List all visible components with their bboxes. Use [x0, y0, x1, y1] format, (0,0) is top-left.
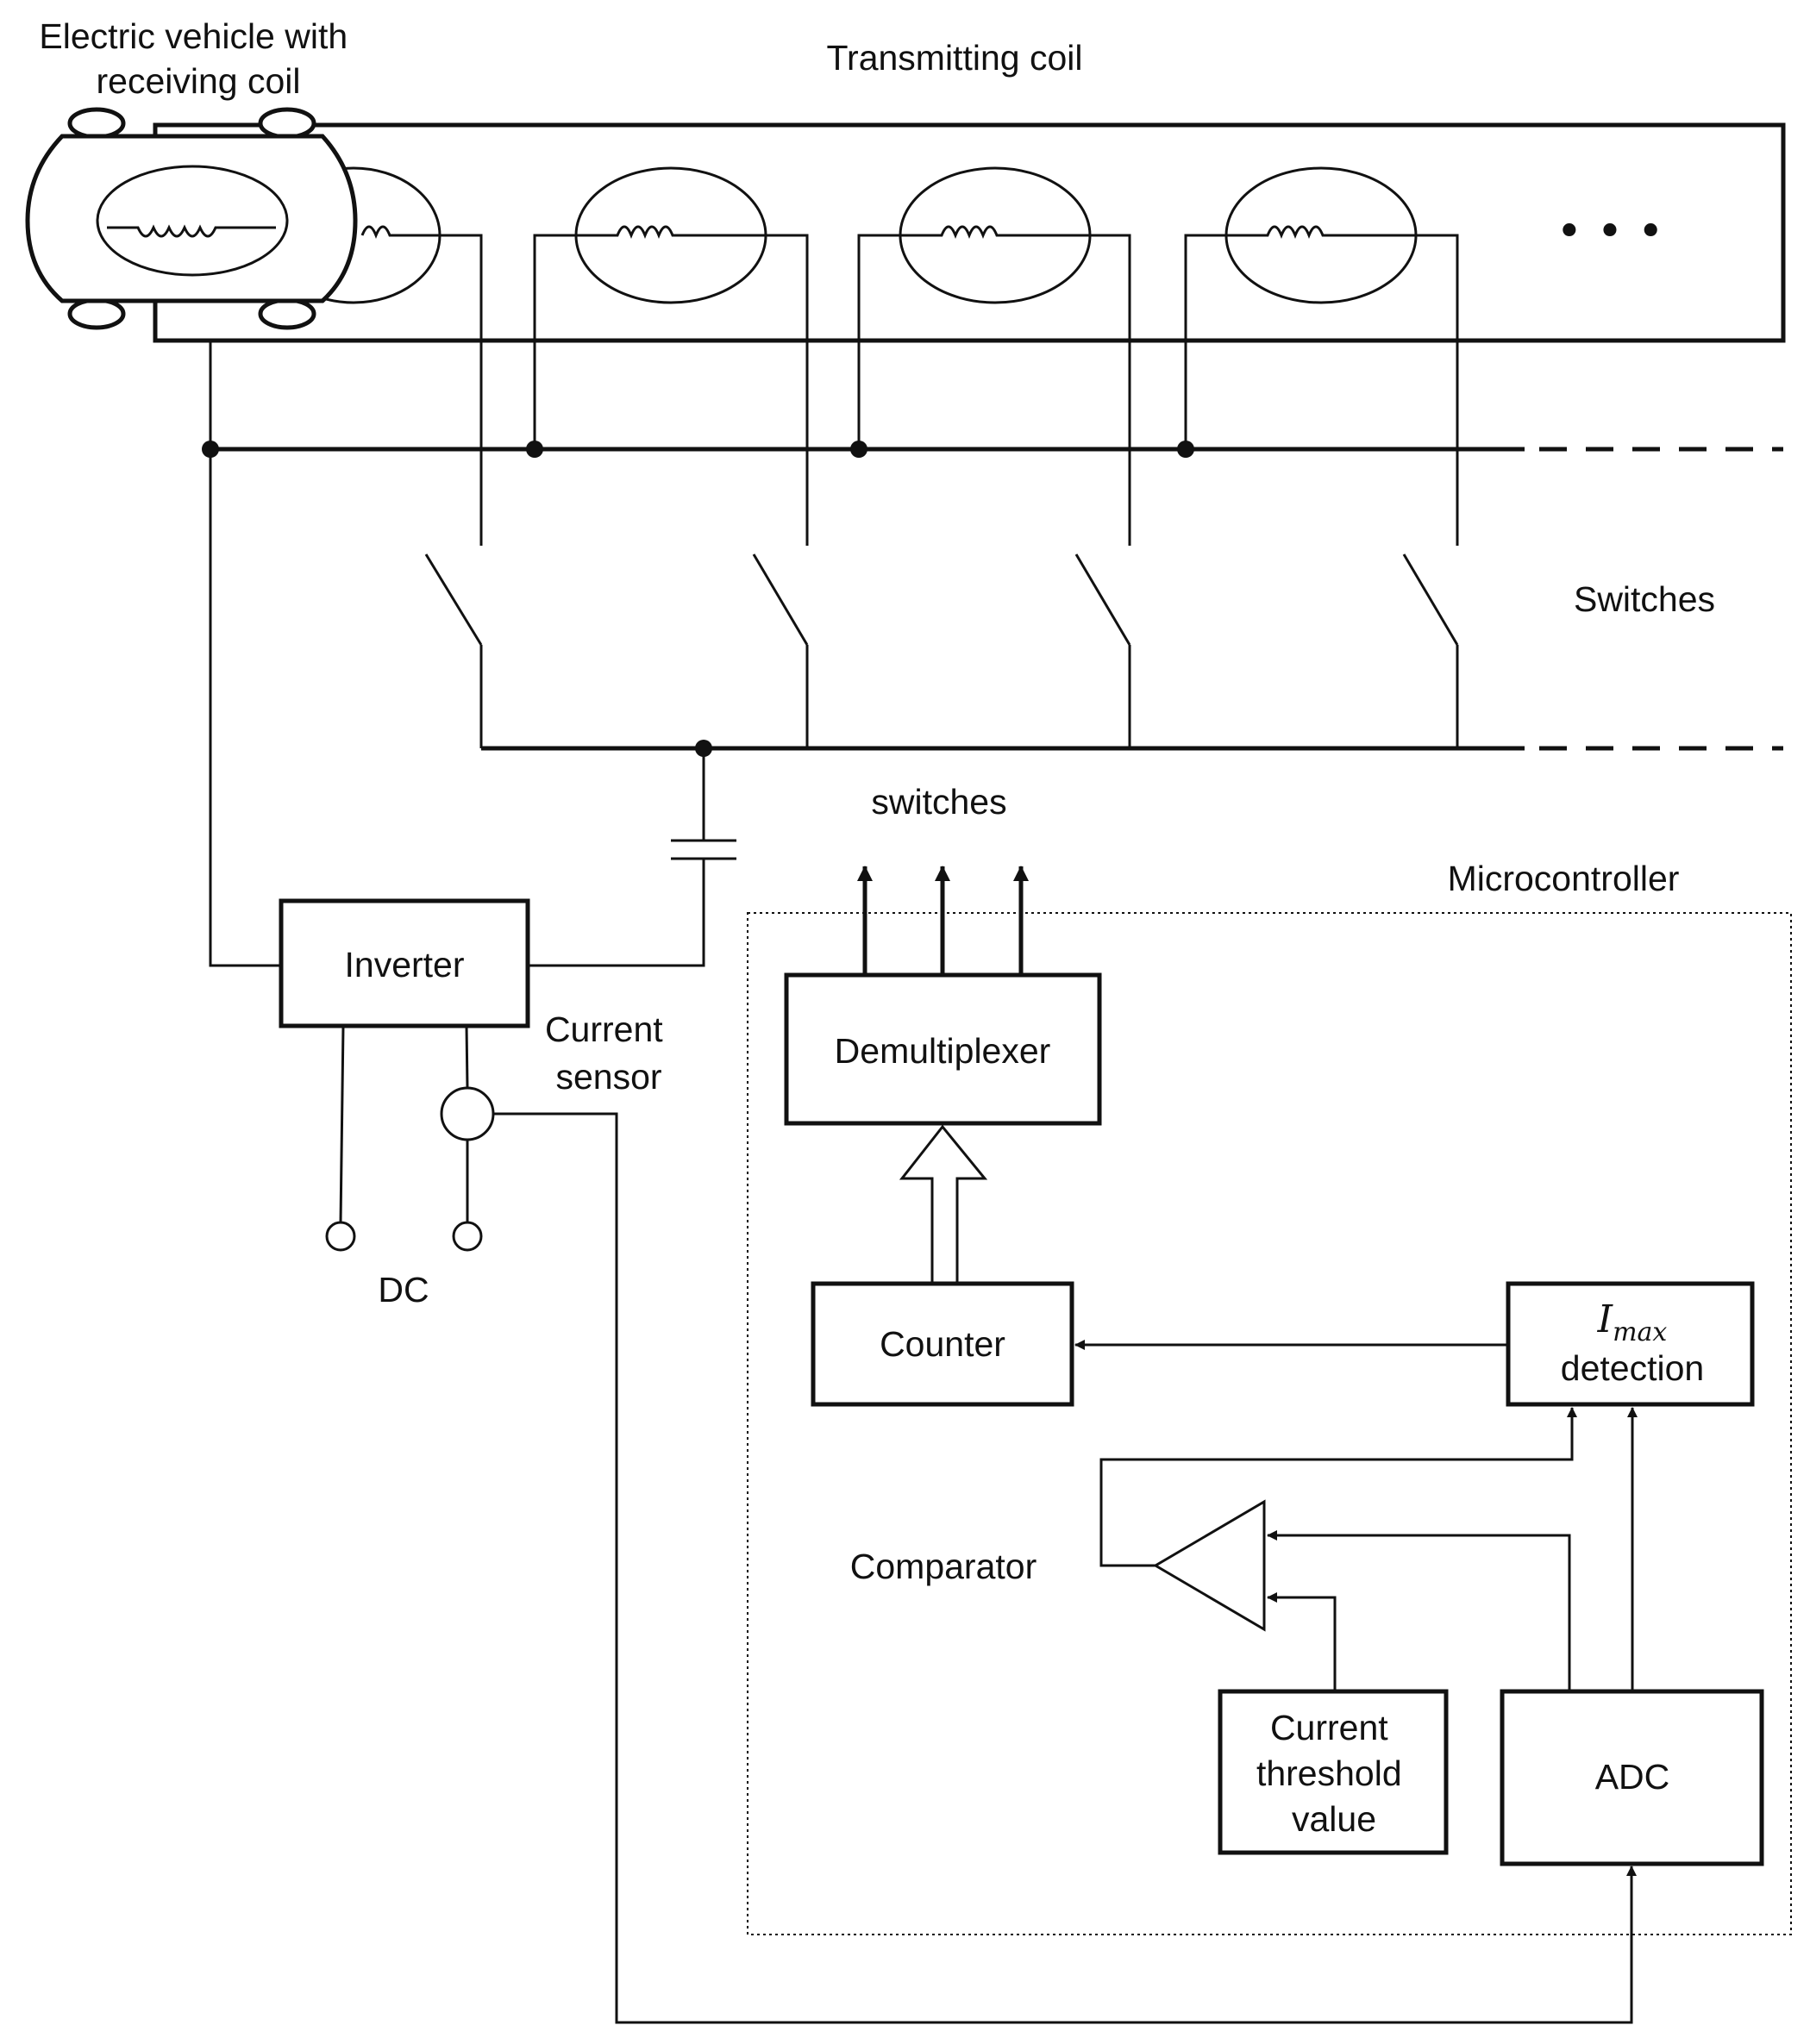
switch-3 [1074, 553, 1131, 748]
coil-lead-right-4 [1416, 234, 1459, 546]
junction-dot [1177, 441, 1194, 458]
dc-label: DC [378, 1270, 429, 1310]
transmitting-coil-label: Transmitting coil [827, 38, 1083, 78]
switches-arrows-label: switches [871, 782, 1006, 822]
inverter-block [279, 898, 530, 1028]
electric-vehicle-label: Electric vehicle with receiving coil [39, 16, 357, 101]
imax-detection-block [1506, 1281, 1755, 1407]
wheel [67, 297, 126, 330]
imax-symbol: Imax [1597, 1297, 1668, 1347]
coil-lead-left-2 [533, 234, 576, 449]
threshold-label: Current threshold value [1256, 1708, 1412, 1839]
inverter-label: Inverter [345, 945, 465, 984]
adc-label: ADC [1595, 1757, 1670, 1797]
counter-label: Counter [880, 1324, 1005, 1364]
wire-bus-to-inverter [209, 449, 281, 967]
receiving-coil-winding [107, 224, 276, 238]
dc-terminal-left [325, 1025, 356, 1252]
switch-2 [752, 553, 809, 748]
current-sensor-label: Current sensor [545, 1009, 673, 1097]
switch-1 [424, 553, 483, 748]
electric-vehicle [25, 107, 358, 330]
junction-dot [850, 441, 867, 458]
switch-4 [1402, 553, 1459, 748]
dc-terminal-right [452, 1221, 483, 1252]
demultiplexer-block [784, 972, 1102, 1126]
switches-label: Switches [1574, 579, 1715, 619]
current-sensor [440, 1025, 495, 1222]
wheel [258, 107, 316, 140]
wheel [258, 297, 316, 330]
ellipsis: • • • [1556, 206, 1663, 258]
comparator-triangle [1153, 1499, 1266, 1632]
counter-to-demux-bus-arrow [899, 1124, 988, 1282]
demultiplexer-label: Demultiplexer [835, 1031, 1051, 1071]
adc-block [1500, 1689, 1764, 1866]
wheel [67, 107, 126, 140]
microcontroller-label: Microcontroller [1448, 859, 1680, 898]
junction-dot [526, 441, 543, 458]
sensor-to-adc-wire [493, 1112, 1637, 2024]
microcontroller-boundary [747, 912, 1792, 1935]
coil-lead-right-2 [766, 234, 809, 546]
counter-block [811, 1281, 1074, 1407]
imax-detection-label: detection [1561, 1348, 1704, 1388]
capacitor [528, 748, 736, 967]
receiving-coil [96, 165, 289, 277]
adc-to-comparator-wire [1267, 1530, 1571, 1691]
vehicle-body [25, 134, 358, 303]
threshold-block [1218, 1689, 1449, 1855]
coil-lead-right-3 [1090, 234, 1131, 546]
threshold-to-comparator-wire [1267, 1592, 1337, 1691]
comparator-to-imax-wire [1099, 1407, 1577, 1567]
comparator-label: Comparator [850, 1547, 1037, 1586]
coil-lead-left-4 [1184, 234, 1226, 449]
coil-lead-left-3 [857, 234, 900, 449]
coil-lead-right-1 [440, 234, 483, 546]
